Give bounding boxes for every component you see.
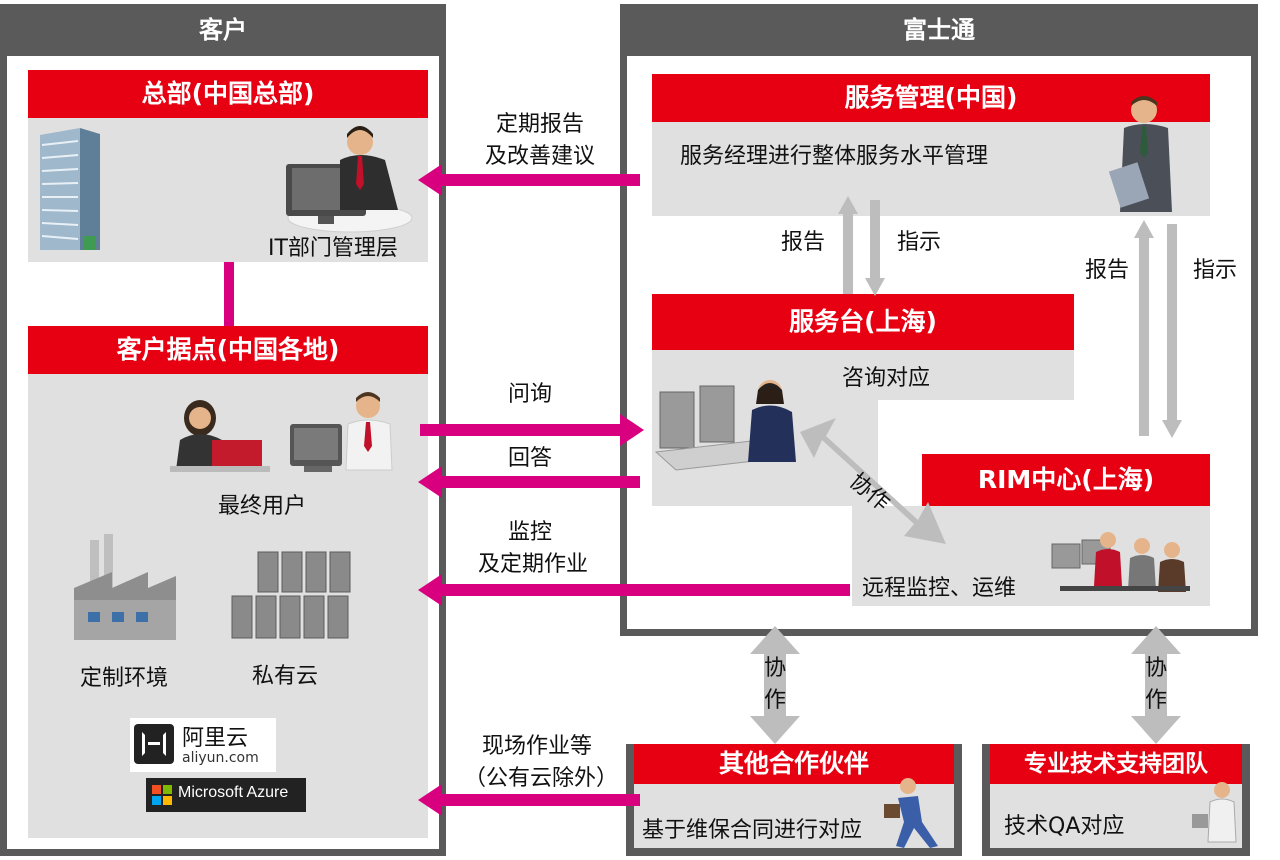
partners-desc: 基于维保合同进行对应 (642, 818, 863, 843)
tech-team-desc: 技术QA对应 (1004, 814, 1125, 839)
instruct-label-a: 指示 (896, 230, 941, 255)
customer-frame-title: 客户 (0, 4, 446, 56)
private-cloud-caption: 私有云 (252, 664, 319, 689)
aliyun-en-text: aliyun.com (182, 750, 259, 766)
tech-team-title: 专业技术支持团队 (990, 744, 1242, 784)
instruct-label-b: 指示 (1192, 258, 1237, 283)
hq-caption: IT部门管理层 (268, 236, 398, 261)
aliyun-cn-text: 阿里云 (182, 726, 249, 751)
collab-right-arrow (1131, 626, 1181, 744)
inquiry-label: 问询 (507, 382, 552, 407)
service-mgmt-desc: 服务经理进行整体服务水平管理 (680, 144, 989, 169)
sites-title: 客户据点(中国各地) (28, 326, 428, 374)
service-mgmt-title: 服务管理(中国) (652, 74, 1210, 122)
partners-title: 其他合作伙伴 (634, 744, 954, 784)
hq-sites-connector (224, 262, 234, 326)
report-label-b: 报告 (1084, 258, 1129, 283)
custom-env-caption: 定制环境 (80, 666, 169, 691)
service-desk-title: 服务台(上海) (652, 294, 1074, 350)
service-desk-desc: 咨询对应 (842, 366, 931, 391)
collab-left-arrow (750, 626, 800, 744)
answer-label: 回答 (507, 446, 552, 471)
rim-title: RIM中心(上海) (922, 454, 1210, 506)
report-label-2: 及改善建议 (484, 144, 595, 169)
report-label-a: 报告 (780, 230, 825, 255)
azure-text: Microsoft Azure (178, 784, 289, 801)
azure-logo: Microsoft Azure (146, 778, 306, 812)
collab-right-label-1: 协 (1144, 656, 1167, 681)
monitor-label-1: 监控 (507, 520, 552, 545)
microsoft-squares-icon (152, 785, 172, 805)
collab-right-label-2: 作 (1144, 688, 1167, 713)
onsite-label-2: （公有云除外） (463, 766, 618, 791)
end-users-caption: 最终用户 (218, 494, 307, 519)
rim-desc: 远程监控、运维 (862, 576, 1017, 601)
inquiry-arrow (420, 414, 644, 446)
monitor-label-2: 及定期作业 (477, 552, 588, 577)
onsite-label-1: 现场作业等 (481, 734, 592, 759)
aliyun-logo: 阿里云 aliyun.com (130, 718, 276, 772)
collab-left-label-1: 协 (763, 656, 786, 681)
aliyun-mark-icon (134, 724, 174, 764)
fujitsu-frame-title: 富士通 (620, 4, 1258, 56)
hq-title: 总部(中国总部) (28, 70, 428, 118)
collab-left-label-2: 作 (763, 688, 786, 713)
report-label-1: 定期报告 (495, 112, 584, 137)
